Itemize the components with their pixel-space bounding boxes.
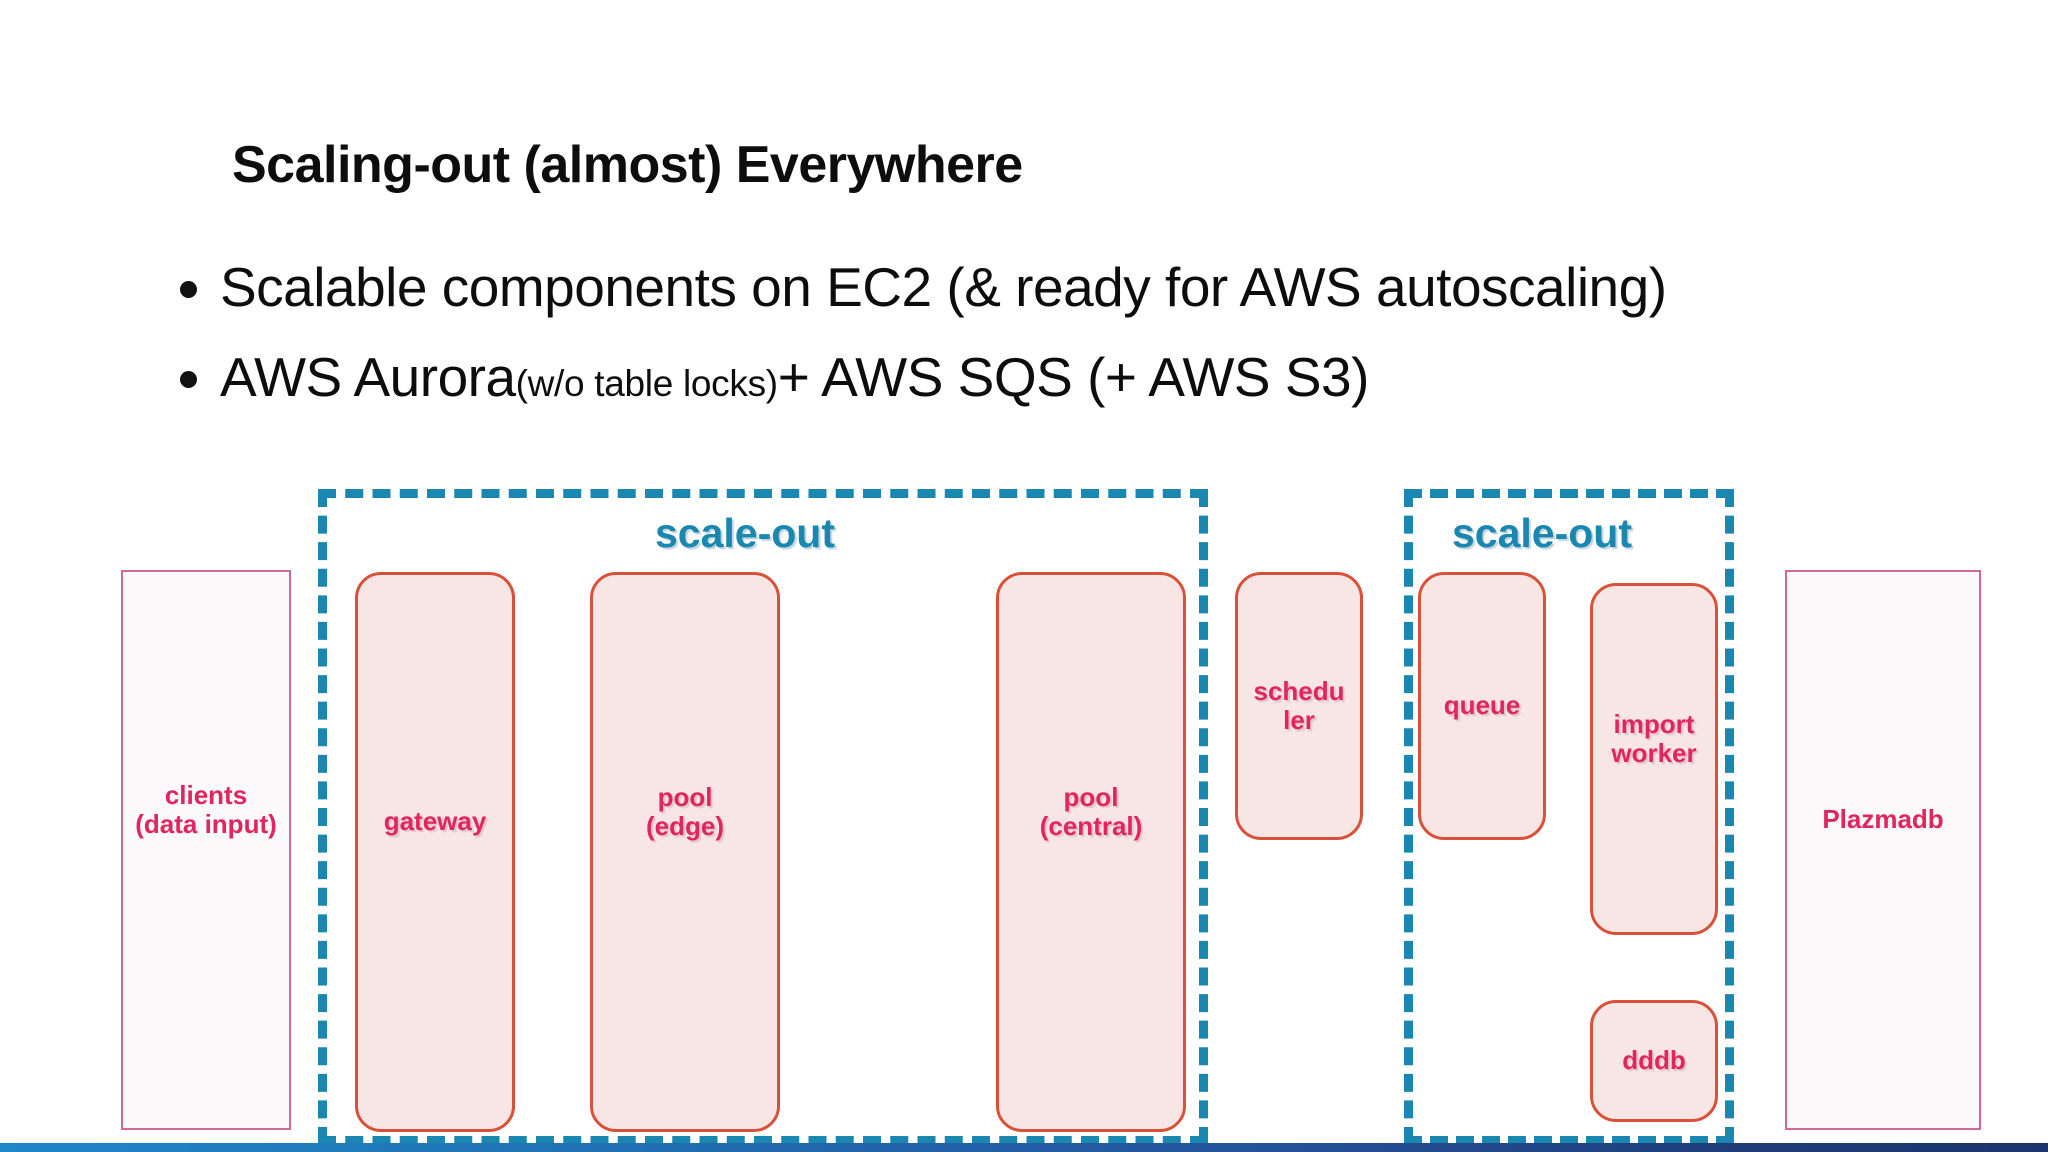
scale-out-region-right: [1404, 489, 1734, 1145]
scale-out-region-left: [318, 489, 1208, 1145]
node-queue-label: queue: [1443, 690, 1521, 721]
node-gateway[interactable]: gateway: [355, 572, 515, 1132]
scale-out-label-left: scale-out: [655, 510, 835, 556]
node-gateway-label: gateway: [383, 806, 487, 837]
node-scheduler-label: schedu ler: [1253, 675, 1345, 735]
scale-out-label-right: scale-out: [1452, 510, 1632, 556]
node-pool-central[interactable]: pool (central): [996, 572, 1186, 1132]
slide-footer-bar: [0, 1143, 2048, 1152]
node-pool-edge[interactable]: pool (edge): [590, 572, 780, 1132]
bullet-text-0: Scalable components on EC2 (& ready for …: [220, 256, 1667, 318]
node-clients[interactable]: clients (data input): [121, 570, 291, 1130]
node-plazmadb[interactable]: Plazmadb: [1785, 570, 1981, 1130]
page-title: Scaling-out (almost) Everywhere: [232, 136, 1023, 194]
node-pool-edge-label: pool (edge): [646, 781, 724, 841]
node-dddb-label: dddb: [1622, 1045, 1686, 1076]
node-queue[interactable]: queue: [1418, 572, 1546, 840]
bullet-item-0: Scalable components on EC2 (& ready for …: [180, 255, 1667, 319]
node-dddb[interactable]: dddb: [1590, 1000, 1718, 1122]
bullet-text-1-small: (w/o table locks): [515, 363, 779, 404]
bullet-dot-icon: [180, 371, 197, 388]
bullet-text-1-tail: + AWS SQS (+ AWS S3): [777, 346, 1370, 408]
node-import-worker-label: import worker: [1611, 708, 1697, 768]
node-plazmadb-label: Plazmadb: [1822, 804, 1944, 835]
node-import-worker[interactable]: import worker: [1590, 583, 1718, 935]
bullet-item-1: AWS Aurora (w/o table locks) + AWS SQS (…: [180, 345, 1369, 409]
bullet-text-1-main: AWS Aurora: [220, 346, 516, 408]
bullet-dot-icon: [180, 281, 197, 298]
node-pool-central-label: pool (central): [1039, 781, 1143, 841]
node-scheduler[interactable]: schedu ler: [1235, 572, 1363, 840]
node-clients-label: clients (data input): [135, 779, 277, 839]
